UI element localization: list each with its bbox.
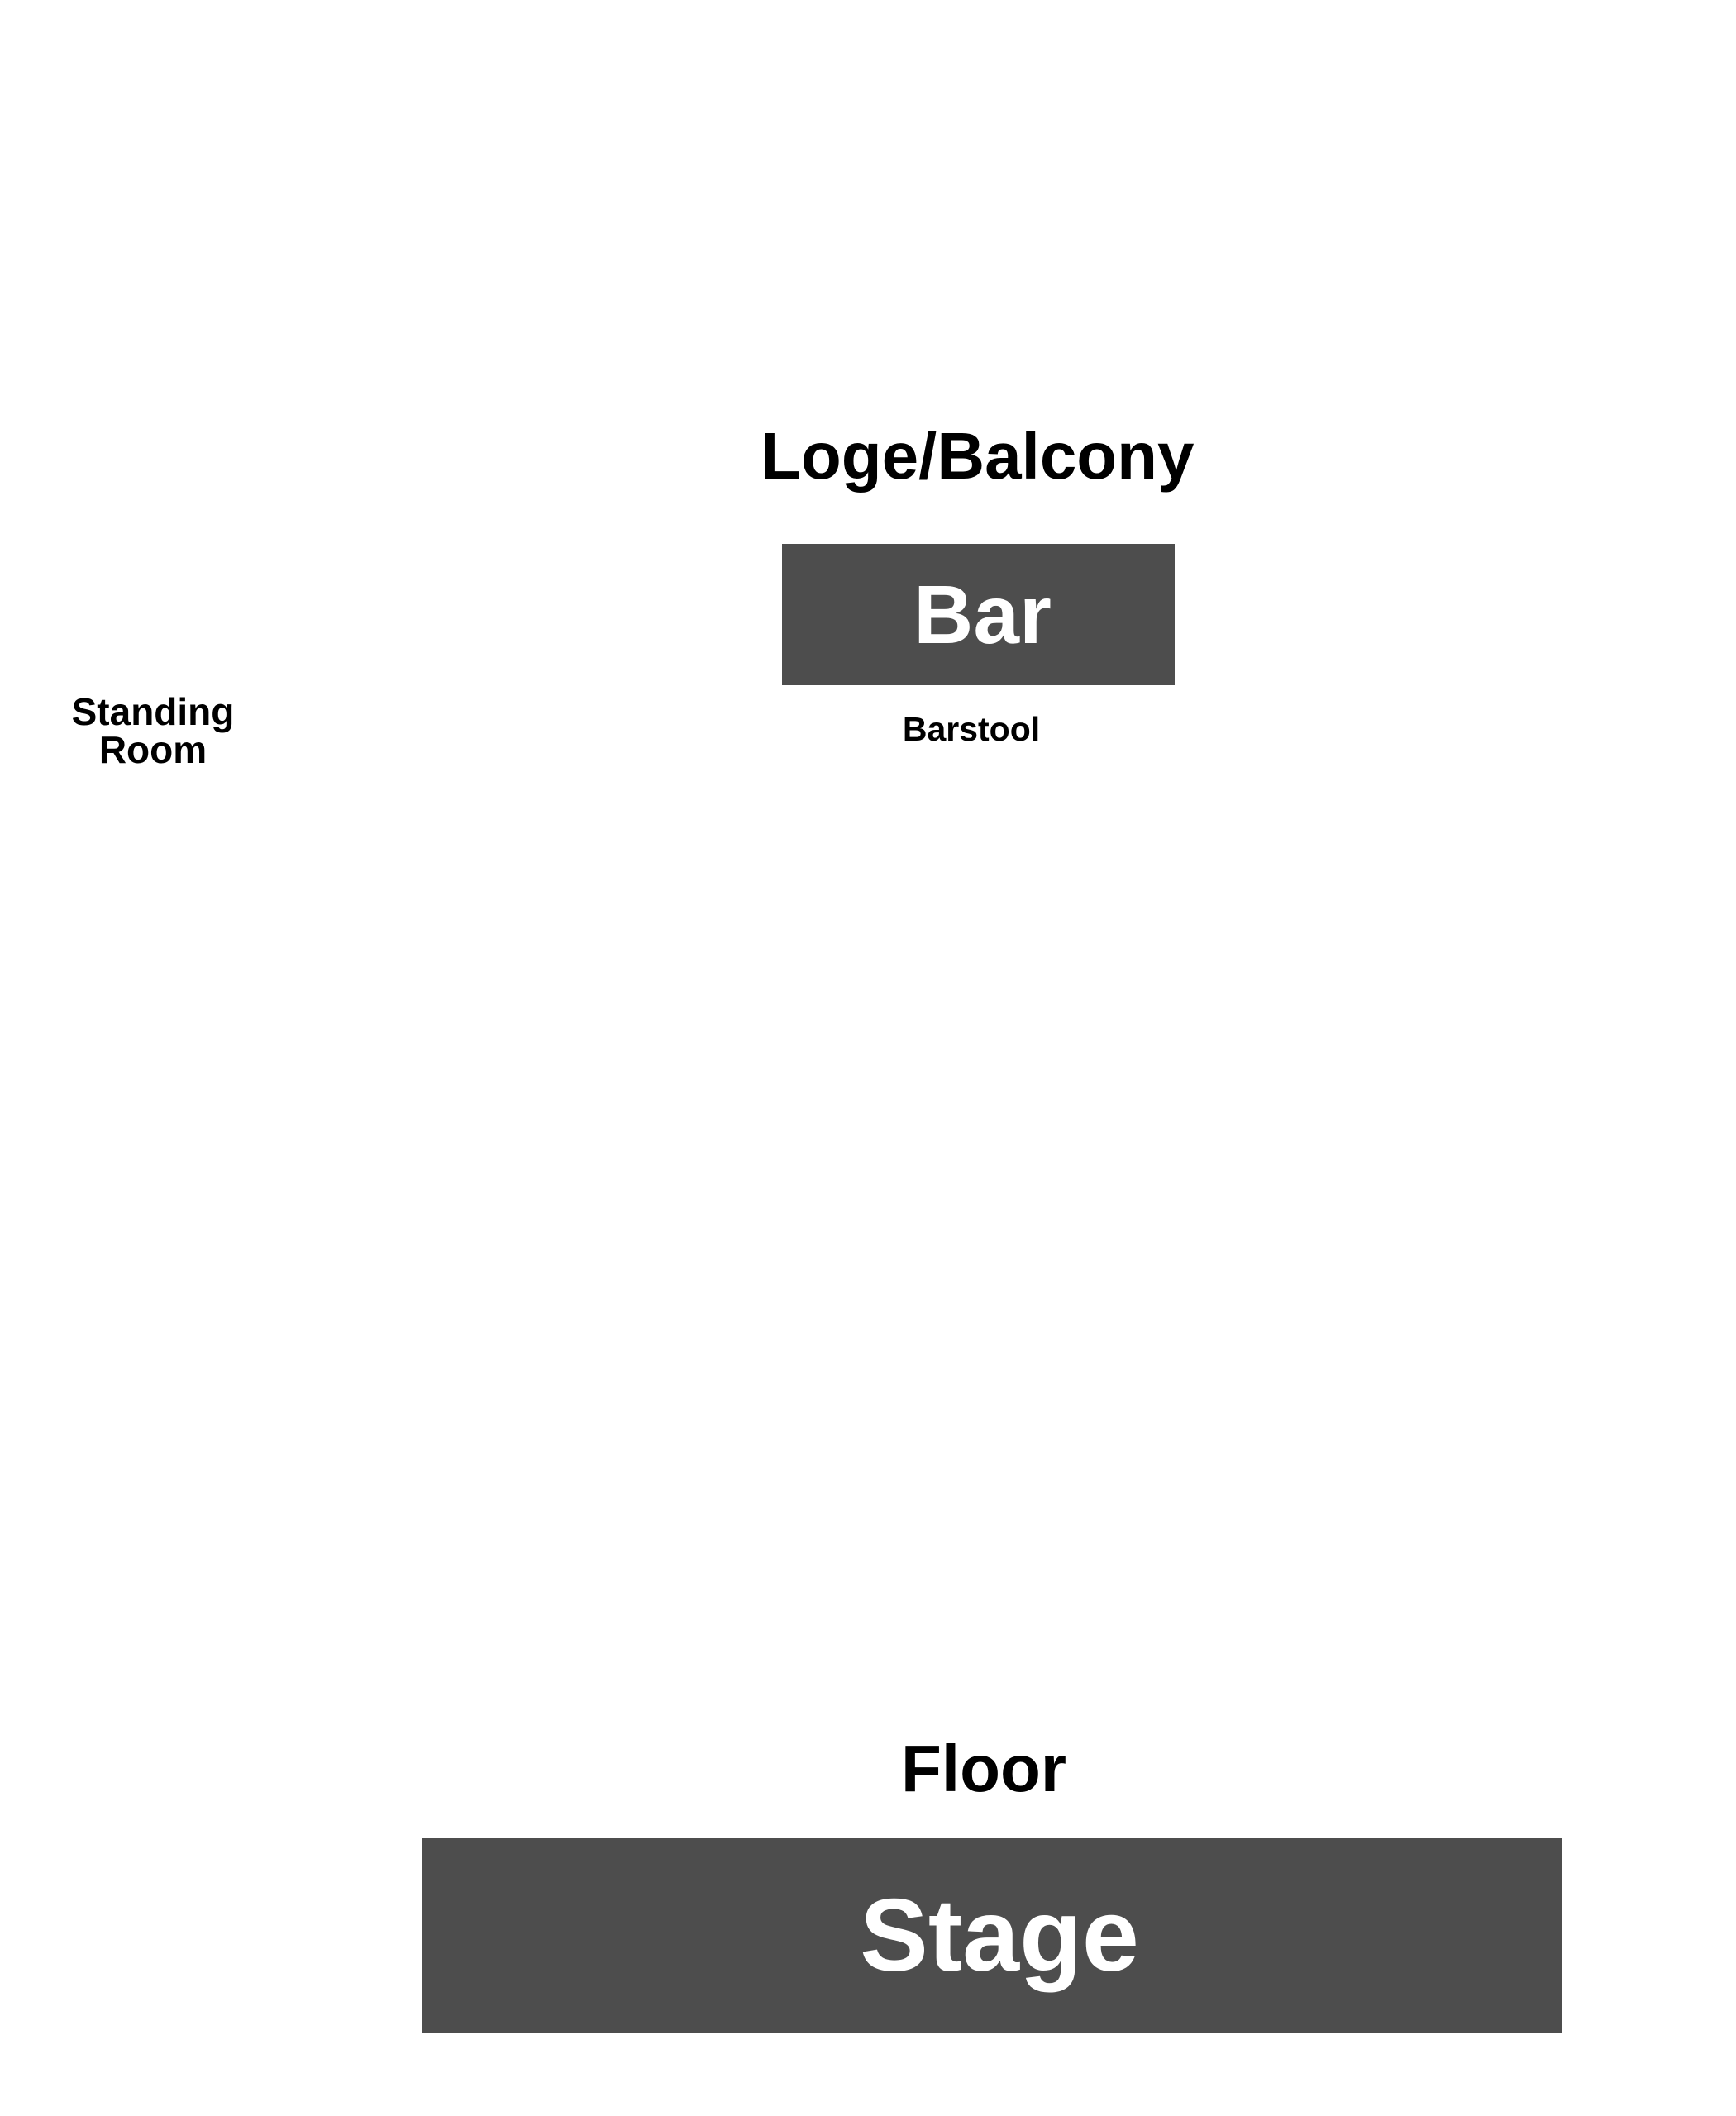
section-label-loge-balcony[interactable]: Loge/Balcony — [761, 419, 1195, 493]
bar-block: Bar — [782, 544, 1175, 685]
section-label-barstool[interactable]: Barstool — [902, 710, 1041, 748]
section-label-floor[interactable]: Floor — [901, 1732, 1066, 1805]
stage-block: Stage — [422, 1838, 1562, 2033]
section-label-standing-room[interactable]: Standing Room — [71, 690, 235, 771]
stage-label: Stage — [860, 1879, 1139, 1993]
bar-label: Bar — [913, 568, 1052, 661]
